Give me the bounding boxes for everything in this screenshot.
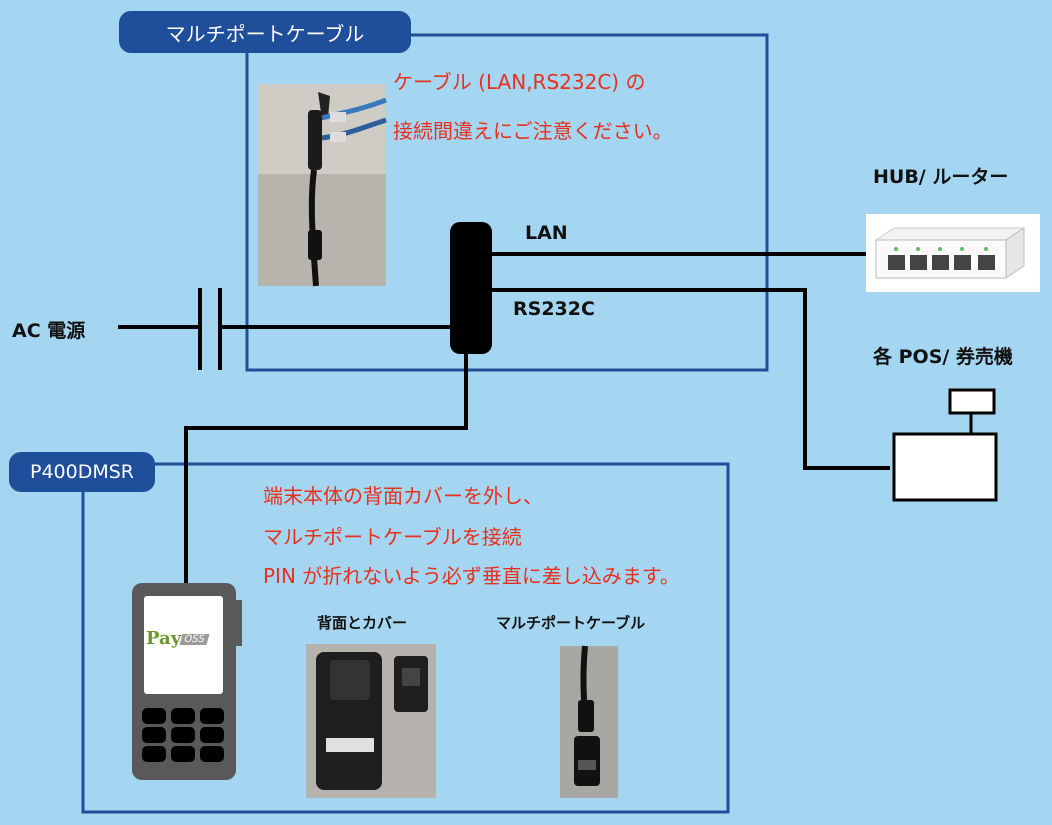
hub-router-icon <box>866 214 1040 292</box>
multiport-cable-photo <box>560 645 618 798</box>
pos-label: 各 POS/ 券売機 <box>873 346 1013 368</box>
hub-label: HUB/ ルーター <box>873 166 1009 188</box>
lan-label: LAN <box>525 222 568 244</box>
cable-note-line2: 接続間違えにご注意ください。 <box>393 119 673 143</box>
pos-display <box>948 388 996 415</box>
back-cover-caption: 背面とカバー <box>317 614 408 632</box>
back-cover-photo <box>306 644 436 798</box>
terminal-box-tag: P400DMSR <box>9 452 155 492</box>
logo-pay-text: Pay <box>146 628 182 649</box>
terminal-box-frame <box>81 462 730 814</box>
pos-body <box>892 432 998 502</box>
payment-terminal-icon <box>132 583 242 780</box>
cable-note-line1: ケーブル (LAN,RS232C) の <box>393 70 646 94</box>
logo-oss-text: OSS <box>179 634 210 645</box>
multiport-cable-caption: マルチポートケーブル <box>496 614 646 632</box>
cable-photo <box>258 84 387 287</box>
rs232c-label: RS232C <box>513 298 595 320</box>
terminal-note-line1: 端末本体の背面カバーを外し、 <box>263 484 543 508</box>
ac-power-label: AC 電源 <box>12 320 86 342</box>
terminal-cable-line <box>184 350 468 584</box>
terminal-note-line2: マルチポートケーブルを接続 <box>263 525 522 549</box>
terminal-note-line3: PIN が折れないよう必ず垂直に差し込みます。 <box>263 564 680 588</box>
rs232c-line <box>490 288 890 470</box>
cable-box-tag: マルチポートケーブル <box>119 11 411 53</box>
cable-box-frame <box>245 33 769 372</box>
cable-connector-block <box>450 222 492 354</box>
